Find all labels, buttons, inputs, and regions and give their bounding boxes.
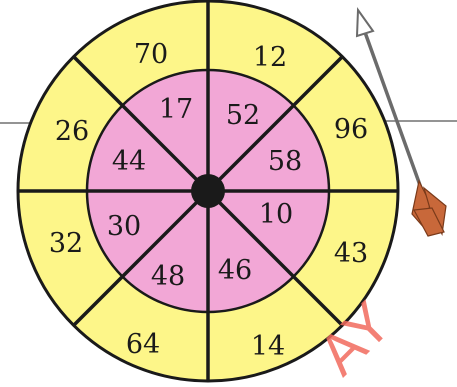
outer-number-lower-left: 32 [49,228,83,259]
outer-number-bottom-left: 64 [126,329,160,360]
outer-number-upper-left: 26 [55,116,89,147]
inner-number-top-left: 17 [159,94,193,125]
outer-number-top-right: 12 [253,42,287,73]
arrow-fletching [412,181,446,236]
inner-number-upper-right: 58 [268,146,302,177]
arrow-head [357,10,373,36]
inner-number-upper-left: 44 [112,146,146,177]
inner-number-lower-left: 30 [107,211,141,242]
outer-number-upper-right: 96 [334,114,368,145]
outer-number-lower-right: 43 [334,238,368,269]
inner-number-bottom-right: 46 [218,255,252,286]
outer-number-top-left: 70 [134,39,168,70]
outer-number-bottom-right: 14 [251,331,285,362]
bullseye-icon [191,174,225,208]
inner-number-bottom-left: 48 [151,261,185,292]
inner-number-lower-right: 10 [259,199,293,230]
inner-number-top-right: 52 [226,100,260,131]
